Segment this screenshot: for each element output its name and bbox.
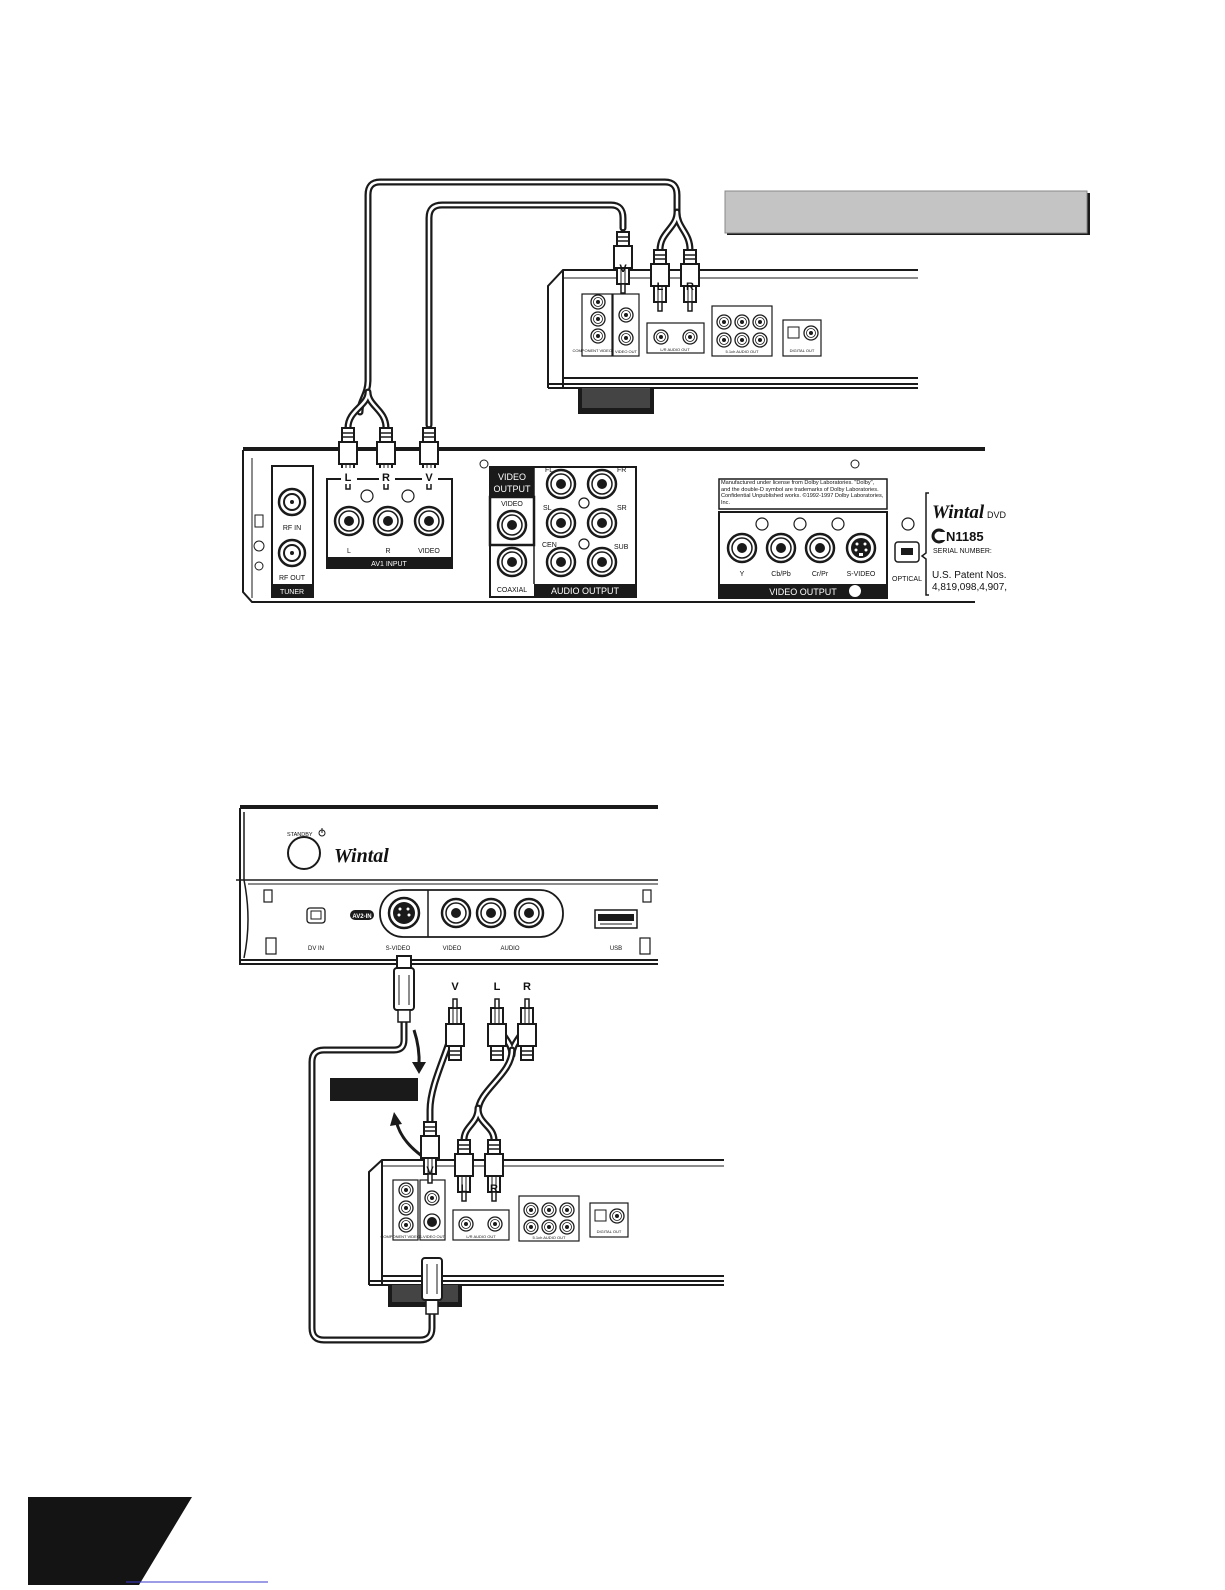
audio-sr-label: SR	[617, 505, 627, 512]
front-plug-l: L	[494, 981, 501, 993]
standby-label: STANDBY	[287, 832, 313, 838]
top-cables	[344, 178, 694, 432]
tv-brand: Wintal	[932, 502, 985, 523]
player-plug-v: V	[426, 1165, 434, 1177]
audio-fl-label: FL	[545, 467, 553, 474]
video-output-title-2: OUTPUT	[494, 484, 532, 494]
top-player-digital-label: DIGITAL OUT	[790, 348, 815, 353]
tuner-section: RF IN RF OUT TUNER	[271, 465, 314, 598]
comp-cr-label: Cr/Pr	[812, 571, 829, 578]
usb-label: USB	[610, 946, 622, 952]
player-plug-l: L	[461, 1183, 468, 1195]
top-tv-rear-panel: RF IN RF OUT TUNER L R VIDEO AV1 INPUT	[242, 427, 1007, 603]
comp-cb-label: Cb/Pb	[771, 571, 791, 578]
rf-in-label: RF IN	[283, 525, 301, 532]
av-output-section: VIDEO OUTPUT VIDEO COAXIAL FL FR SL	[488, 466, 637, 598]
component-output-section: Y Cb/Pb Cr/Pr S-VIDEO VIDEO OUTPUT	[718, 511, 888, 599]
front-plug-v: V	[451, 981, 459, 993]
bottom-caption-box	[330, 1078, 418, 1101]
av1-title: AV1 INPUT	[371, 561, 407, 568]
bottom-diagram: STANDBY Wintal DV IN AV2-IN	[236, 805, 724, 1344]
coaxial-label: COAXIAL	[497, 587, 527, 594]
comp-y-label: Y	[740, 571, 745, 578]
dv-in-port: DV IN	[306, 907, 326, 952]
audio-cen-label: CEN	[542, 542, 557, 549]
top-player-plugs: V L R	[613, 231, 700, 312]
top-player-lr-label: L/R AUDIO OUT	[660, 347, 690, 352]
tv-brand-suffix: DVD	[987, 510, 1007, 520]
bottom-player-surround-label: 5.1ch AUDIO OUT	[533, 1235, 566, 1240]
bottom-player-lr-label: L/R AUDIO OUT	[466, 1234, 496, 1239]
audio-output-title: AUDIO OUTPUT	[551, 586, 620, 596]
top-player-videoout-label: VIDEO OUT	[615, 349, 638, 354]
top-dvd-player: COMPONENT VIDEO OUT VIDEO OUT L/R AUDIO …	[547, 269, 918, 414]
front-brand: Wintal	[334, 845, 389, 867]
comp-svideo-label: S-VIDEO	[847, 571, 876, 578]
audio-sl-label: SL	[543, 505, 552, 512]
component-output-title: VIDEO OUTPUT	[769, 587, 837, 597]
tv-optical-out: OPTICAL	[892, 517, 922, 583]
tv-serial-label: SERIAL NUMBER:	[933, 548, 992, 555]
direction-arrows	[390, 1029, 426, 1158]
tv-model: N1185	[946, 529, 984, 544]
tv-brand-block: Wintal DVD N1185 SERIAL NUMBER: U.S. Pat…	[920, 492, 1007, 596]
av1-video-label: VIDEO	[418, 548, 440, 555]
tv-patent-line1: U.S. Patent Nos.	[932, 570, 1006, 581]
video-output-title-1: VIDEO	[498, 472, 526, 482]
dolby-notice-text: Manufactured under license from Dolby La…	[721, 480, 884, 506]
standby-power-icon	[318, 828, 326, 837]
top-tv-plugs: L R V	[338, 427, 439, 490]
dolby-notice: Manufactured under license from Dolby La…	[718, 478, 888, 510]
top-player-plug-l: L	[657, 281, 664, 293]
front-svideo-label: S-VIDEO	[386, 946, 411, 952]
bottom-player-svideo-label: S-VIDEO OUT	[419, 1234, 446, 1239]
av1-l-label: L	[347, 548, 351, 555]
bottom-tv-plugs: V L R	[393, 955, 537, 1061]
bottom-player-component-label: COMPONENT VIDEO OUT	[380, 1234, 430, 1239]
top-tv-plug-r: R	[382, 472, 390, 484]
front-plug-r: R	[523, 981, 531, 993]
av1-r-label: R	[385, 548, 390, 555]
bottom-player-plugs: V L R	[420, 1121, 504, 1315]
front-audio-label: AUDIO	[500, 946, 519, 952]
audio-fr-label: FR	[617, 467, 626, 474]
top-tv-plug-l: L	[345, 472, 352, 484]
video-output-video-label: VIDEO	[501, 501, 523, 508]
player-plug-r: R	[490, 1183, 498, 1195]
top-player-plug-r: R	[686, 281, 694, 293]
audio-sub-label: SUB	[614, 544, 629, 551]
bottom-player-digital-label: DIGITAL OUT	[597, 1229, 622, 1234]
av2-input-panel: S-VIDEO VIDEO AUDIO	[379, 889, 564, 952]
tv-optical-label: OPTICAL	[892, 576, 922, 583]
rf-out-label: RF OUT	[279, 575, 306, 582]
usb-port: USB	[594, 909, 638, 952]
top-player-component-label: COMPONENT VIDEO OUT	[572, 348, 622, 353]
tv-patent-line2: 4,819,098,4,907,	[932, 582, 1007, 593]
av1-input-section: L R VIDEO AV1 INPUT	[326, 478, 453, 569]
top-player-plug-v: V	[619, 263, 627, 275]
top-tv-plug-v: V	[425, 472, 433, 484]
top-player-surround-label: 5.1ch AUDIO OUT	[726, 349, 759, 354]
front-video-label: VIDEO	[443, 946, 462, 952]
dv-in-label: DV IN	[308, 946, 324, 952]
av2-in-label: AV2-IN	[352, 914, 371, 920]
top-caption-box	[724, 190, 1088, 234]
top-diagram: COMPONENT VIDEO OUT VIDEO OUT L/R AUDIO …	[242, 178, 1090, 603]
tuner-title: TUNER	[280, 589, 304, 596]
bottom-tv-front: STANDBY Wintal DV IN AV2-IN	[236, 805, 658, 965]
page-corner-tab	[28, 1497, 192, 1585]
